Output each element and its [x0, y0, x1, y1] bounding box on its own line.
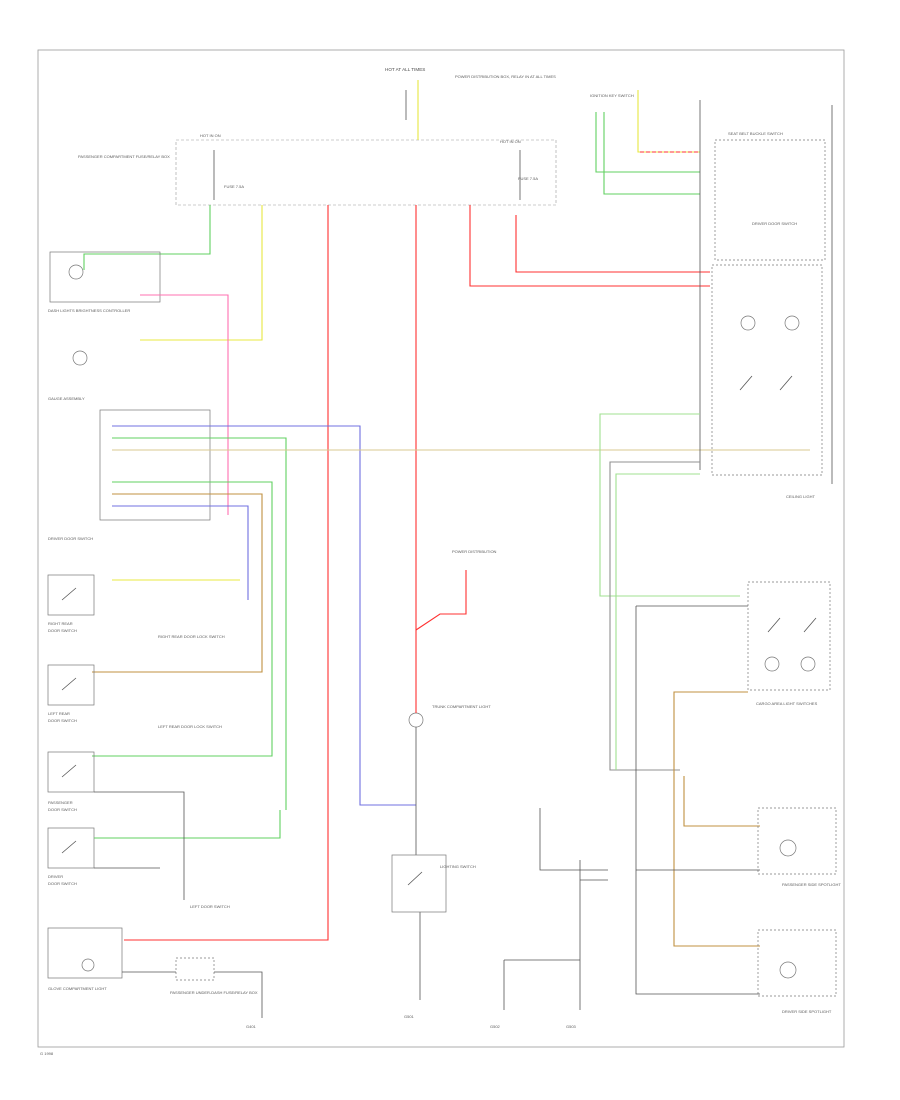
- under-dash-box: [175, 957, 215, 981]
- gray-wire-ceiling: [609, 461, 700, 771]
- driver-switch-contact: [61, 840, 77, 854]
- green-wire-top-left: [83, 205, 211, 270]
- lgreen-wire-ceiling-2: [615, 473, 700, 770]
- left-rear-switch-contact: [61, 677, 77, 691]
- seat-belt-buckle-label: SEAT BELT BUCKLE SWITCH: [728, 131, 783, 136]
- cargo-light-box: [747, 581, 831, 691]
- pink-wire: [140, 294, 229, 515]
- hot-at-all-times-label: HOT AT ALL TIMES: [385, 67, 425, 72]
- right-rear-switch-box: [47, 574, 95, 616]
- glove-box-light-label: GLOVE COMPARTMENT LIGHT: [48, 986, 107, 991]
- green-right-top-1: [595, 112, 700, 173]
- green-wire-2: [92, 481, 273, 757]
- brown-wire: [92, 493, 263, 673]
- lr-door-lock-label: LEFT REAR DOOR LOCK SWITCH: [158, 724, 222, 729]
- ground-3-label: G502: [490, 1024, 501, 1029]
- ign-key-switch-label: IGNITION KEY SWITCH: [590, 93, 634, 98]
- driver-door-switch-hdr-label: DRIVER DOOR SWITCH: [48, 536, 93, 541]
- ground-2-label: G501: [404, 1014, 415, 1019]
- green-right-top-2: [603, 112, 700, 195]
- ground-1-label: G401: [246, 1024, 257, 1029]
- trunk-lamp-icon: [408, 712, 424, 728]
- ceiling-lamp-left: [740, 315, 756, 331]
- black-wire-passenger: [94, 791, 185, 900]
- dash-lights-label: DASH LIGHTS BRIGHTNESS CONTROLLER: [48, 308, 130, 313]
- lighting-switch-box: [391, 854, 447, 913]
- passenger-label: PASSENGER: [48, 800, 73, 805]
- ground-branch-center: [539, 808, 608, 871]
- orange-wire-spot-2: [683, 776, 760, 827]
- driver-label: DRIVER: [48, 874, 63, 879]
- driver-spotlight-label: DRIVER SIDE SPOTLIGHT: [782, 1009, 832, 1014]
- blue-wire: [112, 425, 416, 806]
- orange-wire-spot: [673, 691, 760, 947]
- cargo-switch-contact: [767, 617, 817, 633]
- ceiling-lamp-right: [784, 315, 800, 331]
- driver-switch-box: [47, 827, 95, 869]
- blue-wire-2: [112, 505, 249, 600]
- dash-brightness-box: [49, 251, 161, 303]
- gauge-assembly-label: GAUGE ASSEMBLY: [48, 396, 85, 401]
- cargo-area-label: CARGO AREA LIGHT SWITCHES: [756, 701, 818, 706]
- cargo-lamp-right: [800, 656, 816, 672]
- glove-box: [47, 927, 123, 979]
- glove-lamp-icon: [81, 958, 95, 972]
- black-wire-glove: [122, 971, 263, 1010]
- lgreen-wire-ceiling: [599, 413, 740, 597]
- yellow-right-top: [637, 90, 700, 153]
- spot-black-wire-2: [635, 606, 760, 995]
- power-distribution-label: POWER DISTRIBUTION: [452, 549, 497, 554]
- yellow-wire-left: [140, 205, 263, 341]
- footer-label: G 1998: [40, 1051, 54, 1056]
- green-wire-1: [112, 437, 287, 810]
- pass-under-dash-label: PASSENGER UNDER-DASH FUSE/RELAY BOX: [170, 990, 258, 995]
- ceiling-switch-contact: [739, 375, 793, 391]
- passenger-spotlight-label: PASSENGER SIDE SPOTLIGHT: [782, 882, 841, 887]
- ceiling-light-label: CEILING LIGHT: [786, 494, 815, 499]
- fusebox-inner-line: [213, 150, 521, 200]
- fuse-right-label: FUSE 7.5A: [518, 176, 538, 181]
- left-rear-label: LEFT REAR: [48, 711, 70, 716]
- left-rear-door-switch-label: DOOR SWITCH: [48, 718, 77, 723]
- right-rear-door-switch-label: DOOR SWITCH: [48, 628, 77, 633]
- left-door-switch-label: LEFT DOOR SWITCH: [190, 904, 230, 909]
- red-power-branch: [415, 570, 467, 631]
- pass-fusebox-label: PASSENGER COMPARTMENT FUSE/RELAY BOX: [78, 154, 170, 159]
- right-rear-switch-contact: [61, 587, 77, 601]
- passenger-switch-contact: [61, 764, 77, 778]
- driver-door-sw-right-label: DRIVER DOOR SWITCH: [752, 221, 797, 226]
- driver-spot-lamp: [779, 961, 797, 979]
- green-wire-driver: [94, 810, 281, 839]
- fuse-left-label: FUSE 7.5A: [224, 184, 244, 189]
- passenger-switch-box: [47, 751, 95, 793]
- gauge-connector-box: [99, 409, 211, 521]
- lighting-switch-contact: [407, 871, 423, 886]
- passenger-spot-lamp: [779, 839, 797, 857]
- lighting-switch-label: LIGHTING SWITCH: [440, 864, 476, 869]
- diagram-frame: [37, 49, 845, 1048]
- ground-4-label: G503: [566, 1024, 577, 1029]
- rr-door-lock-label: RIGHT REAR DOOR LOCK SWITCH: [158, 634, 225, 639]
- left-rear-switch-box: [47, 664, 95, 706]
- trunk-light-label: TRUNK COMPARTMENT LIGHT: [432, 704, 491, 709]
- gauge-lamp-icon: [72, 350, 88, 366]
- red-main-wire: [124, 205, 329, 941]
- red-right-wire-2: [515, 215, 710, 273]
- ceiling-light-box: [711, 264, 823, 476]
- relay-note-label: POWER DISTRIBUTION BOX, RELAY IN AT ALL …: [455, 74, 556, 79]
- passenger-door-switch-label: DOOR SWITCH: [48, 807, 77, 812]
- dash-lamp-icon: [68, 264, 84, 280]
- passenger-fuse-box: [175, 139, 557, 206]
- driver-spot-box: [757, 929, 837, 997]
- right-rear-label: RIGHT REAR: [48, 621, 73, 626]
- passenger-spot-box: [757, 807, 837, 875]
- red-right-wire: [469, 205, 710, 287]
- hot-in-on-label: HOT IN ON: [200, 133, 221, 138]
- seat-belt-box: [714, 139, 826, 261]
- driver-door-switch-label: DOOR SWITCH: [48, 881, 77, 886]
- cargo-lamp-left: [764, 656, 780, 672]
- hot-in-on-2-label: HOT IN ON: [500, 139, 521, 144]
